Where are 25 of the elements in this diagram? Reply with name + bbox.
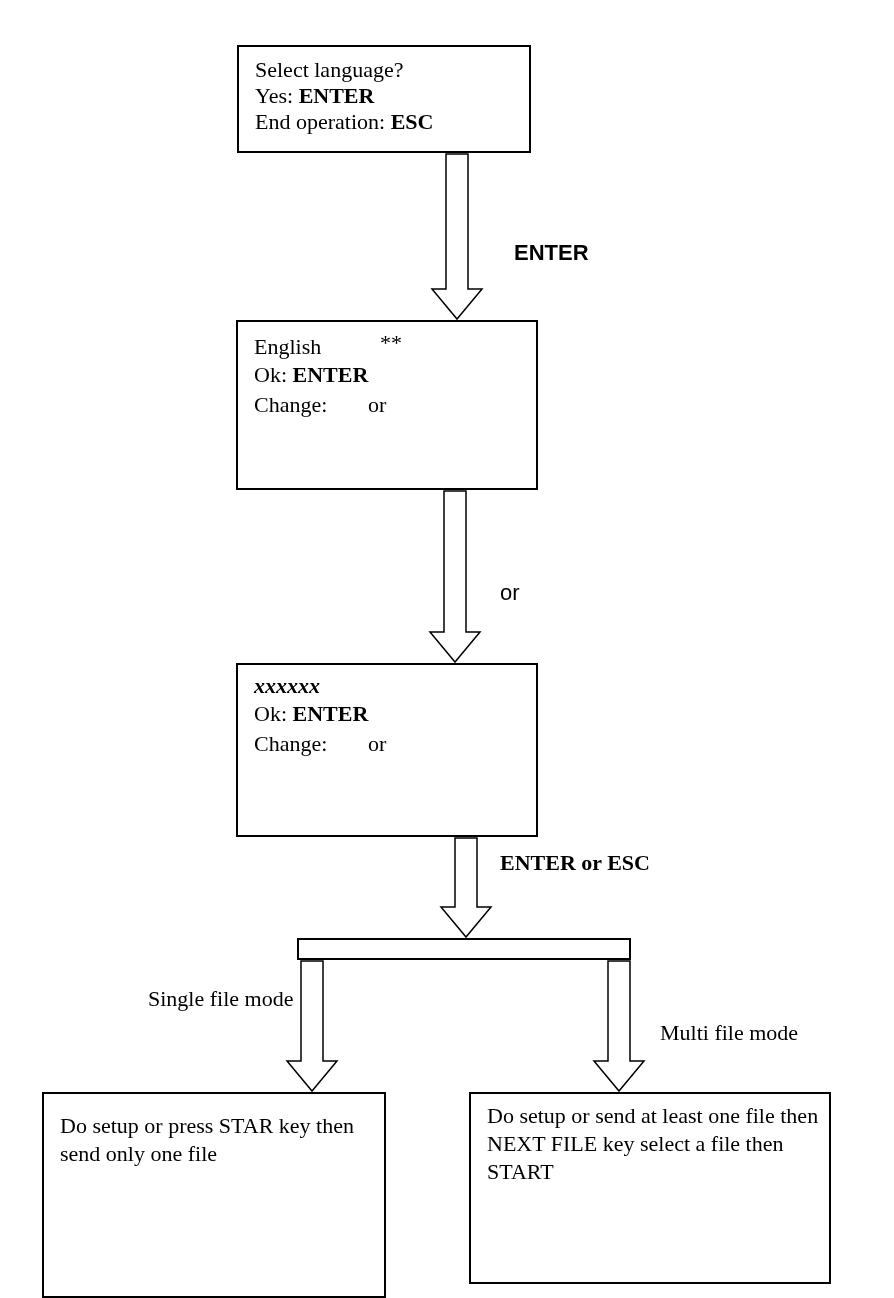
block-arrow bbox=[428, 490, 482, 664]
menu-text: Change: bbox=[254, 731, 328, 757]
menu-text: Ok: ENTER bbox=[254, 362, 369, 388]
menu-text: Ok: ENTER bbox=[254, 701, 369, 727]
instruction-text: Do setup or send at least one file then NEXT FILE key select a file then START bbox=[487, 1102, 819, 1186]
instruction-text: Do setup or press STAR key then send only one file bbox=[60, 1112, 355, 1168]
menu-text: or bbox=[368, 731, 387, 757]
block-arrow bbox=[592, 960, 646, 1093]
menu-text: ** bbox=[380, 330, 402, 356]
menu-text: Change: bbox=[254, 392, 328, 418]
menu-text: or bbox=[368, 392, 387, 418]
menu-text: xxxxxx bbox=[254, 673, 320, 699]
menu-box bbox=[236, 663, 538, 837]
menu-text: Yes: ENTER bbox=[255, 83, 375, 109]
menu-box bbox=[237, 45, 531, 153]
block-arrow bbox=[285, 960, 339, 1093]
menu-box bbox=[236, 320, 538, 490]
splitter-bar bbox=[297, 938, 631, 960]
menu-text: English bbox=[254, 334, 322, 360]
process-box bbox=[42, 1092, 386, 1298]
menu-text: Select language? bbox=[255, 57, 404, 83]
process-box bbox=[469, 1092, 831, 1284]
block-arrow bbox=[430, 153, 484, 321]
block-arrow bbox=[439, 837, 493, 939]
menu-text: End operation: ESC bbox=[255, 109, 434, 135]
